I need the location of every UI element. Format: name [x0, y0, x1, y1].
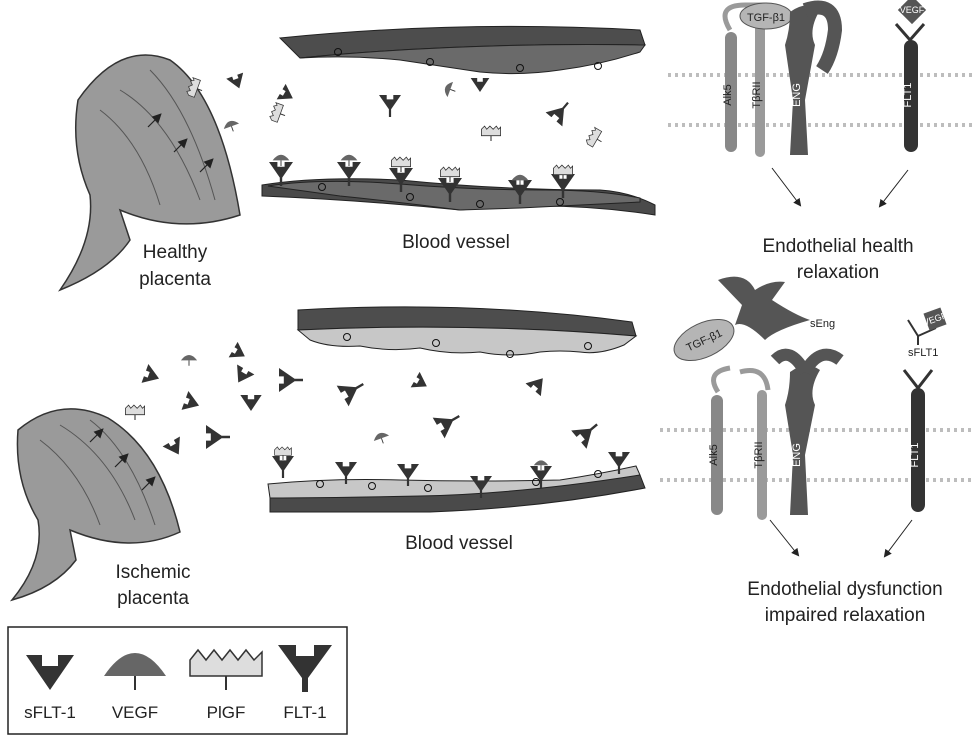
legend-label-vegf: VEGF: [112, 703, 158, 722]
ischemic-eng-label: ENG: [791, 443, 803, 467]
healthy-tgf-complex: [725, 3, 835, 155]
ischemic-placenta-label-2: placenta: [117, 588, 189, 609]
ischemic-convergence-arrows: [770, 520, 912, 556]
ischemic-vessel-top: [298, 307, 636, 358]
healthy-vessel-bottom: [262, 179, 655, 215]
healthy-vegf-ligand-label: VEGF: [900, 5, 925, 15]
healthy-tbrii-label: TβRII: [751, 81, 763, 108]
healthy-outcome-line2: relaxation: [797, 262, 879, 283]
healthy-tgf-label: TGF-β1: [747, 12, 785, 24]
legend-label-plgf: PlGF: [207, 703, 246, 722]
ischemic-alk5-label: Alk5: [708, 444, 720, 465]
healthy-membrane: [668, 75, 974, 125]
ischemic-vessel-bottom: [268, 466, 645, 512]
seng-label: sEng: [810, 318, 835, 330]
ischemic-tbrii-label: TβRII: [753, 441, 765, 468]
ischemic-flt1-label: FLT1: [909, 443, 921, 468]
healthy-placenta-label: Healthy: [143, 242, 208, 263]
ischemic-outcome-line1: Endothelial dysfunction: [747, 579, 942, 600]
ischemic-free-molecules: [125, 342, 605, 460]
ischemic-outcome-line2: impaired relaxation: [765, 605, 926, 626]
healthy-flt1-label: FLT1: [902, 83, 914, 108]
ischemic-tgf-receptors: [711, 355, 840, 515]
ischemic-placenta-label: Ischemic: [116, 562, 191, 583]
sflt1-label: sFLT1: [908, 347, 938, 359]
healthy-eng-label: ENG: [791, 83, 803, 107]
healthy-placenta-label-2: placenta: [139, 269, 211, 290]
ischemic-flt1: [904, 370, 932, 512]
legend-label-flt1: FLT-1: [283, 703, 326, 722]
ischemic-vessel-label: Blood vessel: [405, 533, 513, 554]
healthy-free-molecules: [186, 73, 606, 150]
healthy-alk5-label: Alk5: [722, 84, 734, 105]
healthy-vessel-label: Blood vessel: [402, 232, 510, 253]
legend-label-sflt1: sFLT-1: [24, 703, 76, 722]
healthy-convergence-arrows: [772, 168, 908, 206]
healthy-vessel-top: [280, 26, 645, 73]
healthy-outcome-line1: Endothelial health: [762, 236, 913, 257]
